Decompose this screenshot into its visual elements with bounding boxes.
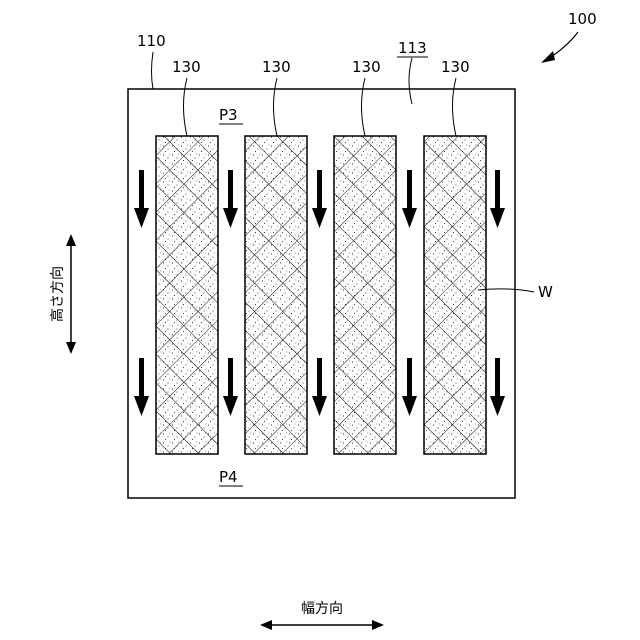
height-direction-arrow: [66, 234, 76, 354]
flow-arrow-upper-3: [312, 170, 327, 228]
frame-ref-leader: [152, 52, 154, 89]
assembly-ref-label: 100: [568, 10, 597, 28]
flow-arrow-upper-2: [223, 170, 238, 228]
flow-arrow-lower-4: [402, 358, 417, 416]
upper-position-label: P3: [219, 106, 238, 124]
space-ref-leader: [409, 58, 412, 104]
flow-arrow-upper-4: [402, 170, 417, 228]
panel-1: [156, 136, 218, 454]
flow-arrow-upper-1: [134, 170, 149, 228]
panel-4-ref-label: 130: [441, 58, 470, 76]
panel-2: [245, 136, 307, 454]
height-direction-label: 高さ方向: [49, 266, 66, 322]
space-ref-label: 113: [398, 39, 427, 57]
panel-2-ref-leader: [274, 78, 278, 136]
width-direction-label: 幅方向: [301, 601, 343, 617]
panel-3: [334, 136, 396, 454]
panel-4: [424, 136, 486, 454]
flow-arrow-lower-2: [223, 358, 238, 416]
flow-arrow-lower-1: [134, 358, 149, 416]
panel-1-ref-label: 130: [172, 58, 201, 76]
flow-arrow-lower-3: [312, 358, 327, 416]
panel-2-ref-label: 130: [262, 58, 291, 76]
flow-arrow-lower-5: [490, 358, 505, 416]
work-ref-label: W: [538, 283, 553, 301]
panel-1-ref-leader: [184, 78, 188, 136]
width-direction-arrow: [260, 620, 384, 630]
lower-position-label: P4: [219, 468, 238, 486]
assembly-ref-arrowhead: [541, 51, 555, 63]
frame-ref-label: 110: [137, 32, 166, 50]
flow-arrow-upper-5: [490, 170, 505, 228]
panel-4-ref-leader: [453, 78, 457, 136]
panel-3-ref-label: 130: [352, 58, 381, 76]
panel-3-ref-leader: [362, 78, 366, 136]
